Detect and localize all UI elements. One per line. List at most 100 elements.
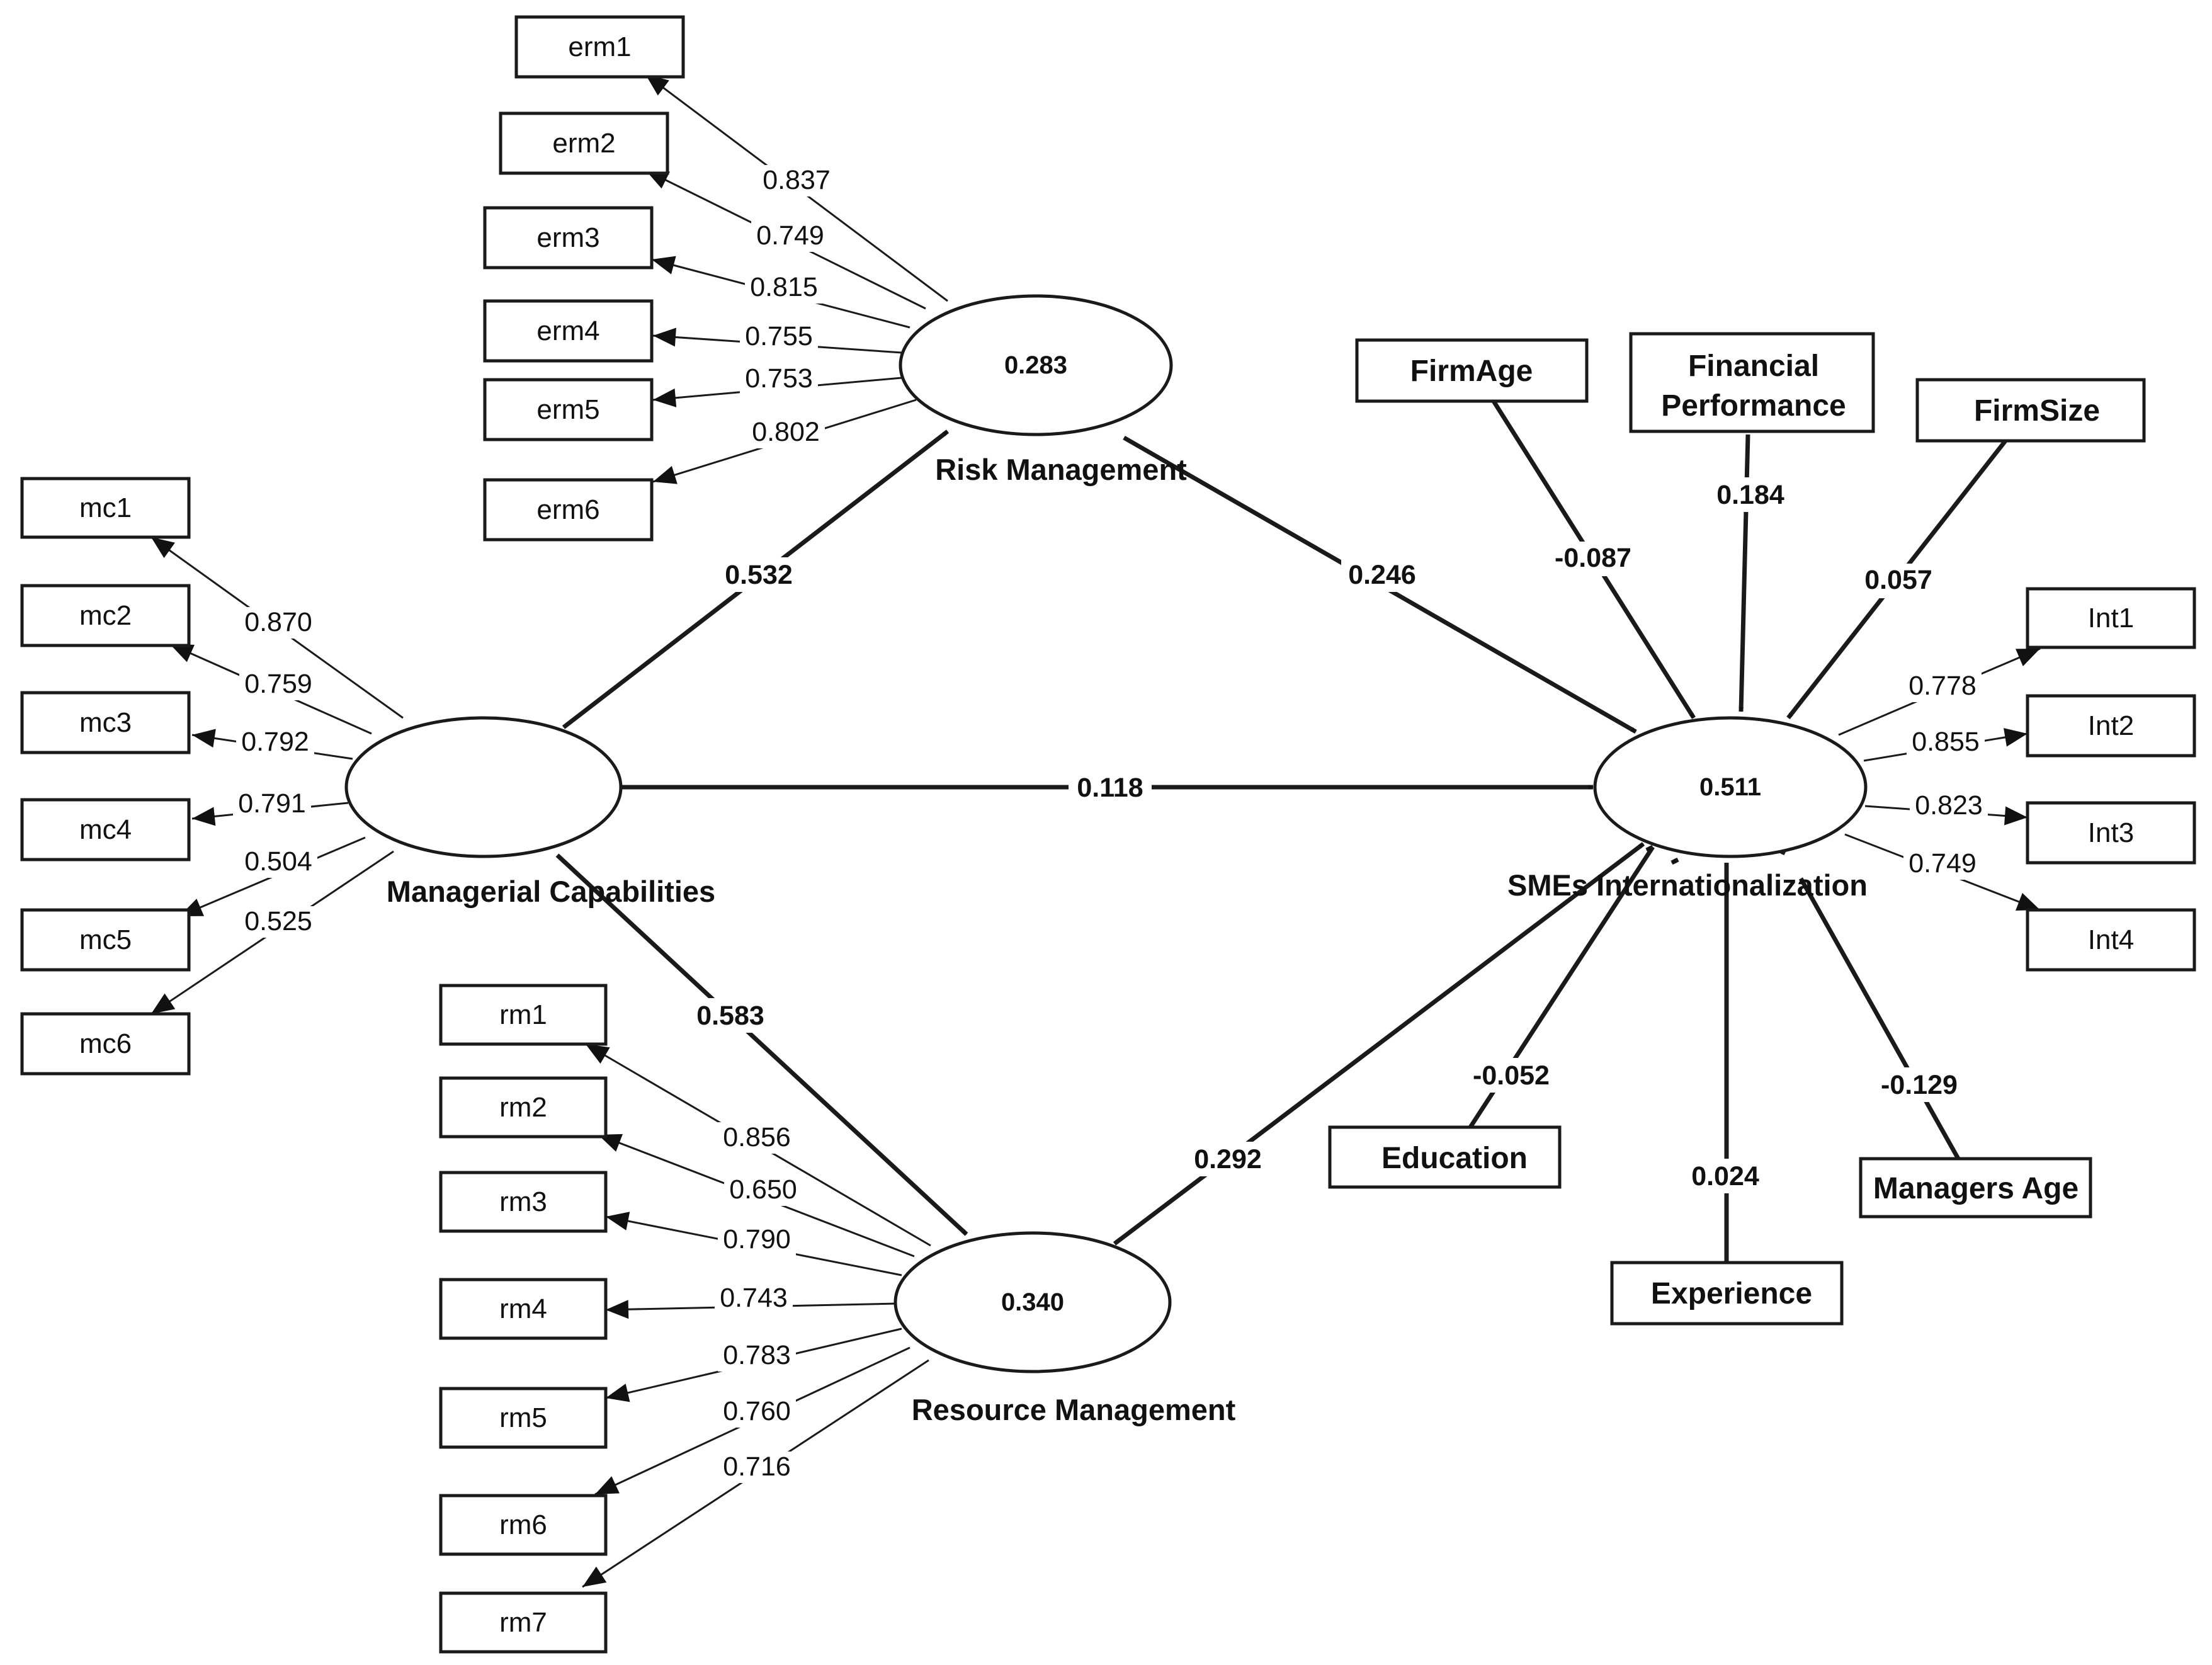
erm4-loading-value: 0.755 [745,321,813,351]
path-coefficient-labels: 0.532 0.246 0.118 0.583 0.292 [689,557,1423,1176]
education-coef: -0.052 [1473,1060,1550,1091]
smes-internationalization-label: SMEs Internationalization [1507,868,1868,902]
rm2-indicator-label: rm2 [499,1092,547,1123]
risk-management-construct: 0.283 Risk Management [899,294,1187,486]
rm1-loading-value: 0.856 [723,1122,791,1152]
mc-to-risk-coef: 0.532 [725,560,793,590]
mc3-indicator-label: mc3 [79,707,132,738]
erm1-loading-value: 0.837 [763,165,831,195]
erm1-indicator-box [514,15,685,79]
erm4-indicator-label: erm4 [536,315,599,346]
rm6-loading-value: 0.760 [723,1396,791,1426]
risk-management-label: Risk Management [935,453,1187,486]
mc-to-smes-coef: 0.118 [1077,773,1143,803]
managers-age-path [1798,877,1961,1160]
mc4-loading-value: 0.791 [238,788,306,819]
experience-box [1610,1261,1844,1326]
firmsize-control: FirmSize [1915,378,2146,443]
rm7-loading-arrowhead [582,1566,607,1587]
resource-management-ellipse [893,1231,1172,1373]
rm4-indicator-label: rm4 [499,1293,547,1324]
int3-indicator-box [2026,801,2196,865]
mc6-loading-value: 0.525 [244,906,312,936]
rm7-indicator-label: rm7 [499,1607,547,1638]
erm3-loading-value: 0.815 [750,272,818,302]
rm2-loading-arrowhead [598,1134,623,1152]
rm1-indicator-box [439,984,608,1046]
education-box [1328,1125,1562,1189]
risk-to-smes-coef: 0.246 [1348,560,1416,590]
erm6-loading-value: 0.802 [752,417,820,447]
experience-arrowhead [1670,857,1679,865]
erm2-indicator-label: erm2 [552,128,615,159]
experience-label: Experience [1651,1277,1812,1310]
erm3-loading-arrowhead [652,256,676,275]
rm3-indicator-label: rm3 [499,1186,547,1217]
experience-coef: 0.024 [1691,1161,1759,1191]
mc1-indicator-label: mc1 [79,492,132,523]
int3-indicator-label: Int3 [2088,817,2134,848]
rm3-loading-value: 0.790 [723,1224,791,1254]
int4-loading-value: 0.749 [1909,848,1977,878]
mc6-indicator-box [20,1012,191,1076]
int1-indicator-box [2026,587,2196,649]
int3-loading-value: 0.823 [1915,790,1983,821]
managerial-capabilities-ellipse [344,716,623,858]
erm3-indicator-label: erm3 [536,222,599,253]
mc5-indicator-label: mc5 [79,924,132,955]
erm5-loading-arrowhead [653,388,677,407]
rm6-indicator-box [439,1494,608,1556]
mc3-loading-value: 0.792 [241,727,309,757]
mc-to-resource-coef: 0.583 [696,1001,764,1031]
financial-performance-box [1629,332,1875,433]
rm3-loading-arrowhead [606,1212,630,1230]
rm5-indicator-label: rm5 [499,1402,547,1433]
erm1-loading-arrowhead [645,74,669,96]
erm4-loading-arrowhead [653,327,676,347]
rm6-loading-arrowhead [595,1476,620,1494]
int2-indicator-label: Int2 [2088,710,2134,741]
int2-loading-arrowhead [2004,728,2028,747]
erm1-indicator-label: erm1 [568,31,631,62]
erm6-indicator-label: erm6 [536,494,599,525]
managerial-capabilities-label: Managerial Capabilities [387,875,715,908]
firmsize-coef: 0.057 [1864,565,1932,595]
mc1-indicator-box [20,477,191,539]
education-label: Education [1381,1142,1528,1175]
mc3-indicator-box [20,691,191,754]
erm6-loading-arrowhead [653,465,678,484]
managerial-capabilities-construct: Managerial Capabilities [344,716,715,908]
mc4-indicator-label: mc4 [79,814,132,845]
int2-indicator-box [2026,694,2196,758]
education-control: Education [1328,1125,1562,1189]
int4-loading-arrowhead [2016,893,2040,911]
erm2-loading-value: 0.749 [756,220,824,251]
int1-loading-value: 0.778 [1909,671,1977,701]
financial-performance-label-line2: Performance [1661,389,1846,423]
financial-performance-coef: 0.184 [1716,480,1784,510]
mc4-loading-arrowhead [192,807,216,826]
firmsize-label: FirmSize [1974,394,2100,428]
smes-internationalization-ellipse [1593,716,1868,858]
managers-age-control: Managers Age [1859,1157,2092,1219]
mc1-loading-arrowhead [151,537,175,559]
financial-performance-path [1738,434,1750,712]
erm3-indicator-box [483,206,654,270]
firmage-control: FirmAge [1355,338,1589,403]
rm5-loading-value: 0.783 [723,1340,791,1370]
rm7-loading-value: 0.716 [723,1452,791,1482]
rm4-loading-value: 0.743 [720,1283,788,1313]
mc6-loading-arrowhead [151,993,176,1014]
managers-age-box [1859,1157,2092,1219]
risk-management-r2: 0.283 [1004,351,1067,379]
firmage-coef: -0.087 [1555,543,1631,573]
rm1-loading-arrowhead [586,1044,610,1064]
smes-internationalization-construct: 0.511 SMEs Internationalization [1507,716,1868,902]
rm4-loading-arrowhead [606,1300,629,1319]
rm1-indicator-label: rm1 [499,999,547,1030]
